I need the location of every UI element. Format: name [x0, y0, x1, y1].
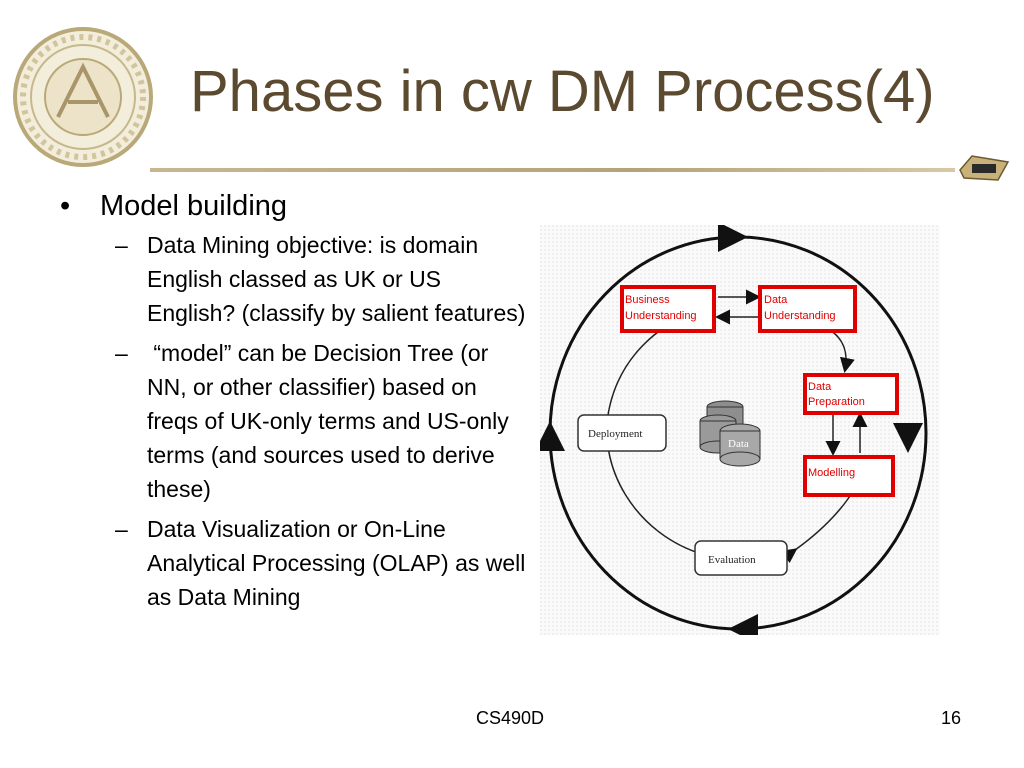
svg-text:Business: Business	[625, 294, 670, 306]
sub-bullet-visualization: – Data Visualization or On-Line Analytic…	[115, 512, 530, 614]
footer-page-number: 16	[941, 708, 962, 728]
slide-title: Phases in cw DM Process(4)	[190, 59, 935, 124]
corner-logo-icon	[959, 155, 1010, 181]
svg-text:Data: Data	[764, 294, 788, 306]
svg-text:Deployment: Deployment	[588, 428, 642, 440]
footer-course: CS490D	[476, 708, 545, 728]
box-data-understanding: Data Understanding	[758, 285, 857, 333]
svg-text:Modelling: Modelling	[808, 467, 855, 479]
svg-text:Understanding: Understanding	[764, 310, 836, 322]
bullet-mark: •	[60, 190, 71, 222]
sub-bullet-objective: – Data Mining objective: is domain Engli…	[115, 228, 530, 330]
box-data-preparation: Data Preparation	[803, 373, 899, 415]
sub-bullet-text: Data Mining objective: is domain English…	[147, 232, 526, 326]
box-business-understanding: Business Understanding	[620, 285, 716, 333]
crisp-dm-diagram: Business Understanding Data Understandin…	[540, 225, 940, 635]
svg-text:Evaluation: Evaluation	[708, 554, 756, 566]
sub-bullet-mark: –	[115, 516, 128, 542]
bullet-model-building: • Model building	[60, 188, 530, 224]
svg-text:Data: Data	[728, 438, 749, 450]
data-store-icon: Data	[699, 400, 761, 467]
sub-bullet-mark: –	[115, 340, 128, 366]
university-seal-logo	[13, 27, 153, 167]
sub-bullet-mark: –	[115, 232, 128, 258]
svg-text:Understanding: Understanding	[625, 310, 697, 322]
sub-bullet-text: “model” can be Decision Tree (or NN, or …	[147, 340, 516, 502]
title-divider	[150, 168, 955, 172]
svg-text:Preparation: Preparation	[808, 396, 865, 408]
bullet-text: Model building	[100, 190, 288, 222]
box-deployment: Deployment	[577, 414, 667, 452]
box-evaluation: Evaluation	[694, 540, 788, 576]
sub-bullet-model: – “model” can be Decision Tree (or NN, o…	[115, 336, 530, 506]
svg-text:Data: Data	[808, 381, 832, 393]
box-modelling: Modelling	[803, 455, 895, 497]
slide-content: • Model building – Data Mining objective…	[60, 188, 530, 614]
sub-bullet-text: Data Visualization or On-Line Analytical…	[147, 516, 526, 610]
